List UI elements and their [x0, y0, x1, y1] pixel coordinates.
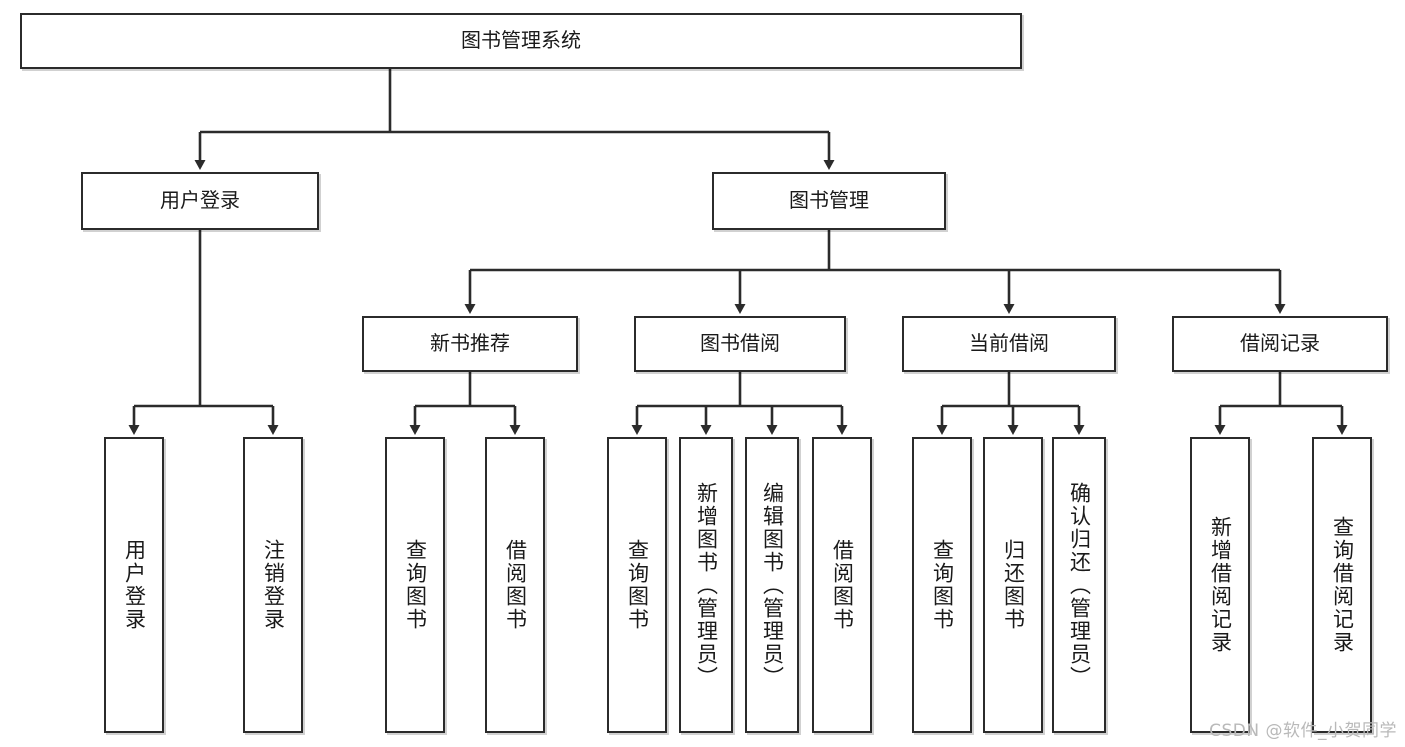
node-root[interactable]: 图书管理系统	[20, 13, 1022, 69]
leaf-add-book-admin-label: 新增图书（管理员）	[694, 481, 719, 689]
leaf-confirm-return-admin-label: 确认归还（管理员）	[1067, 481, 1092, 689]
leaf-add-borrow-record[interactable]: 新增借阅记录	[1190, 437, 1250, 733]
leaf-edit-book-admin-label: 编辑图书（管理员）	[760, 481, 785, 689]
node-current-borrow-label: 当前借阅	[969, 331, 1049, 356]
node-user-login[interactable]: 用户登录	[81, 172, 319, 230]
leaf-query-book-borrow[interactable]: 查询图书	[607, 437, 667, 733]
leaf-return-book-label: 归还图书	[1001, 539, 1026, 631]
node-user-login-label: 用户登录	[160, 188, 240, 213]
leaf-confirm-return-admin[interactable]: 确认归还（管理员）	[1052, 437, 1106, 733]
leaf-user-login[interactable]: 用户登录	[104, 437, 164, 733]
node-book-management-label: 图书管理	[789, 188, 869, 213]
node-new-book-recommend-label: 新书推荐	[430, 331, 510, 356]
leaf-query-book-recommend-label: 查询图书	[403, 539, 428, 631]
node-book-borrow-label: 图书借阅	[700, 331, 780, 356]
leaf-query-book-borrow-label: 查询图书	[625, 539, 650, 631]
leaf-add-book-admin[interactable]: 新增图书（管理员）	[679, 437, 733, 733]
node-book-management[interactable]: 图书管理	[712, 172, 946, 230]
node-root-label: 图书管理系统	[461, 28, 581, 53]
leaf-return-book[interactable]: 归还图书	[983, 437, 1043, 733]
leaf-query-book-current-label: 查询图书	[930, 539, 955, 631]
leaf-borrow-book[interactable]: 借阅图书	[812, 437, 872, 733]
leaf-logout-login[interactable]: 注销登录	[243, 437, 303, 733]
leaf-add-borrow-record-label: 新增借阅记录	[1208, 516, 1233, 654]
leaf-edit-book-admin[interactable]: 编辑图书（管理员）	[745, 437, 799, 733]
node-book-borrow[interactable]: 图书借阅	[634, 316, 846, 372]
leaf-query-book-current[interactable]: 查询图书	[912, 437, 972, 733]
leaf-logout-login-label: 注销登录	[261, 539, 286, 631]
watermark-text: CSDN @软件_小贺同学	[1209, 721, 1397, 741]
leaf-borrow-book-recommend[interactable]: 借阅图书	[485, 437, 545, 733]
leaf-user-login-label: 用户登录	[122, 539, 147, 631]
leaf-query-borrow-record[interactable]: 查询借阅记录	[1312, 437, 1372, 733]
leaf-borrow-book-label: 借阅图书	[830, 539, 855, 631]
node-current-borrow[interactable]: 当前借阅	[902, 316, 1116, 372]
leaf-query-borrow-record-label: 查询借阅记录	[1330, 516, 1355, 654]
leaf-borrow-book-recommend-label: 借阅图书	[503, 539, 528, 631]
node-borrow-record-label: 借阅记录	[1240, 331, 1320, 356]
leaf-query-book-recommend[interactable]: 查询图书	[385, 437, 445, 733]
node-borrow-record[interactable]: 借阅记录	[1172, 316, 1388, 372]
node-new-book-recommend[interactable]: 新书推荐	[362, 316, 578, 372]
